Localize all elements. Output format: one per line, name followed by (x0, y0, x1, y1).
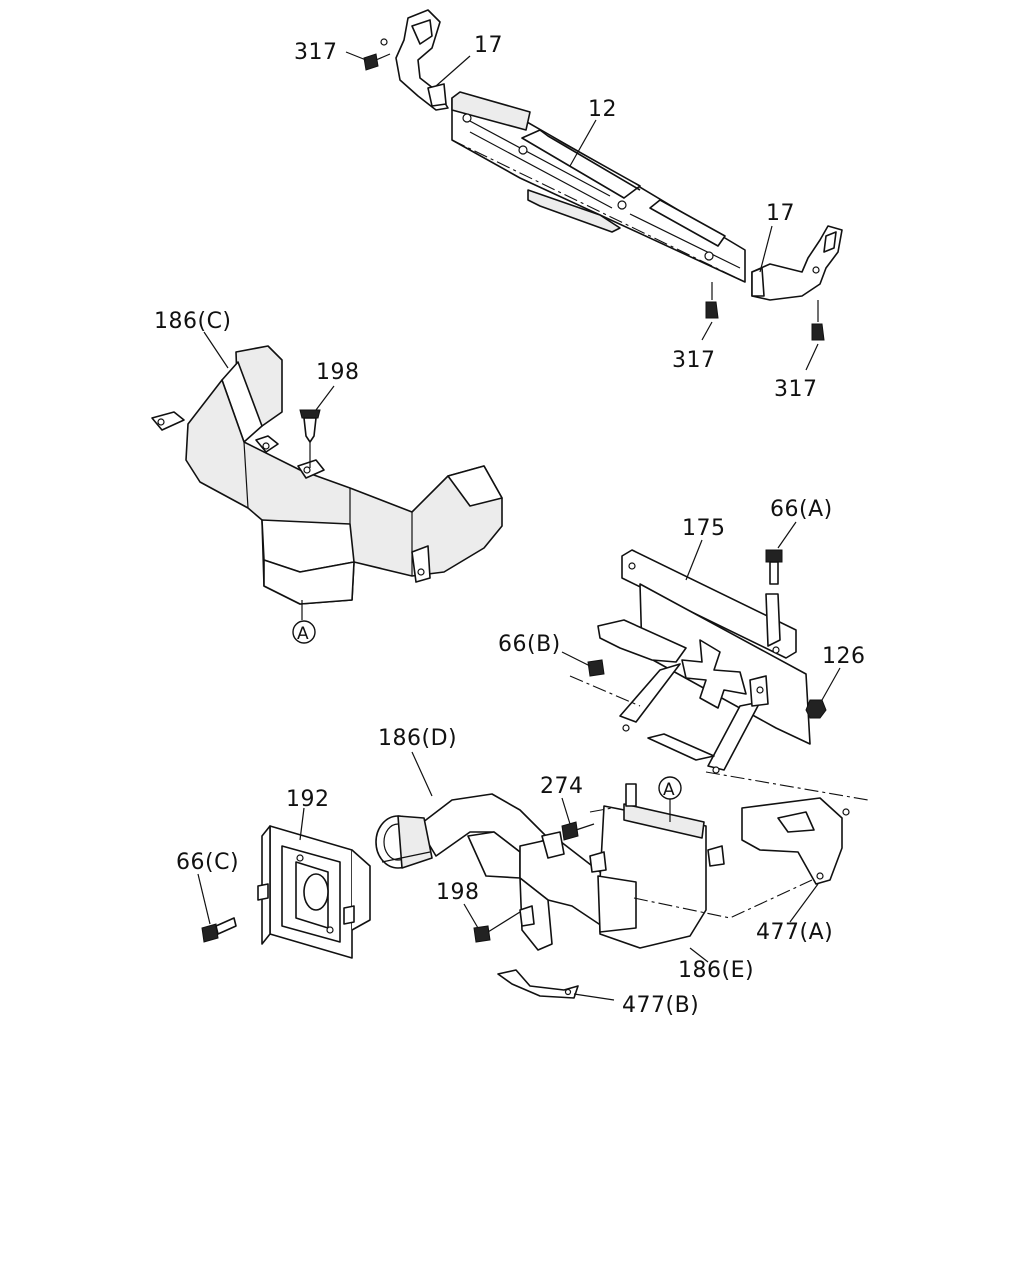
bolt-66a (765, 549, 783, 585)
screw-317-c (811, 300, 825, 341)
screw-317-a (363, 53, 391, 71)
bracket-17-left (380, 9, 449, 111)
bolt-66c (201, 917, 237, 943)
clip-198-lower (473, 911, 521, 943)
callout-186e: 186(E) (678, 958, 754, 983)
grille-192 (257, 825, 371, 959)
callout-198-upper: 198 (316, 360, 360, 385)
callout-186d: 186(D) (378, 726, 457, 751)
callout-66c: 66(C) (176, 850, 239, 875)
callout-477a: 477(A) (756, 920, 833, 945)
callout-126: 126 (822, 644, 866, 669)
ref-marker-a-1: A (297, 624, 309, 644)
callout-175: 175 (682, 516, 726, 541)
callout-17-left: 17 (474, 33, 503, 58)
callout-317-mid: 317 (672, 348, 716, 373)
ref-marker-a-2: A (663, 780, 675, 800)
bolt-66b (587, 659, 605, 677)
callout-17-right: 17 (766, 201, 795, 226)
upper-duct-assembly (363, 9, 843, 341)
screw-317-b (705, 282, 719, 319)
nut-126 (805, 699, 827, 719)
bracket-17-right (751, 225, 843, 301)
leader-lines (197, 51, 841, 1001)
callout-317-top-left: 317 (294, 40, 338, 65)
bracket-175 (569, 549, 811, 774)
ref-marker-a-1-circle (292, 620, 316, 644)
clip-198-upper (299, 409, 321, 468)
callout-12: 12 (588, 97, 617, 122)
callout-192: 192 (286, 787, 330, 812)
duct-186c (151, 345, 503, 605)
callout-198-lower: 198 (436, 880, 480, 905)
callout-66a: 66(A) (770, 497, 833, 522)
bracket-477b (497, 969, 579, 999)
duct-186d (375, 793, 549, 879)
callout-274: 274 (540, 774, 584, 799)
bracket-477a (741, 797, 850, 885)
callout-66b: 66(B) (498, 632, 561, 657)
duct-186e (519, 783, 725, 951)
duct-12 (451, 91, 746, 283)
callout-477b: 477(B) (622, 993, 699, 1018)
callout-186c: 186(C) (154, 309, 232, 334)
callout-317-right: 317 (774, 377, 818, 402)
ref-marker-a-2-circle (658, 776, 682, 800)
screw-274 (561, 821, 595, 841)
